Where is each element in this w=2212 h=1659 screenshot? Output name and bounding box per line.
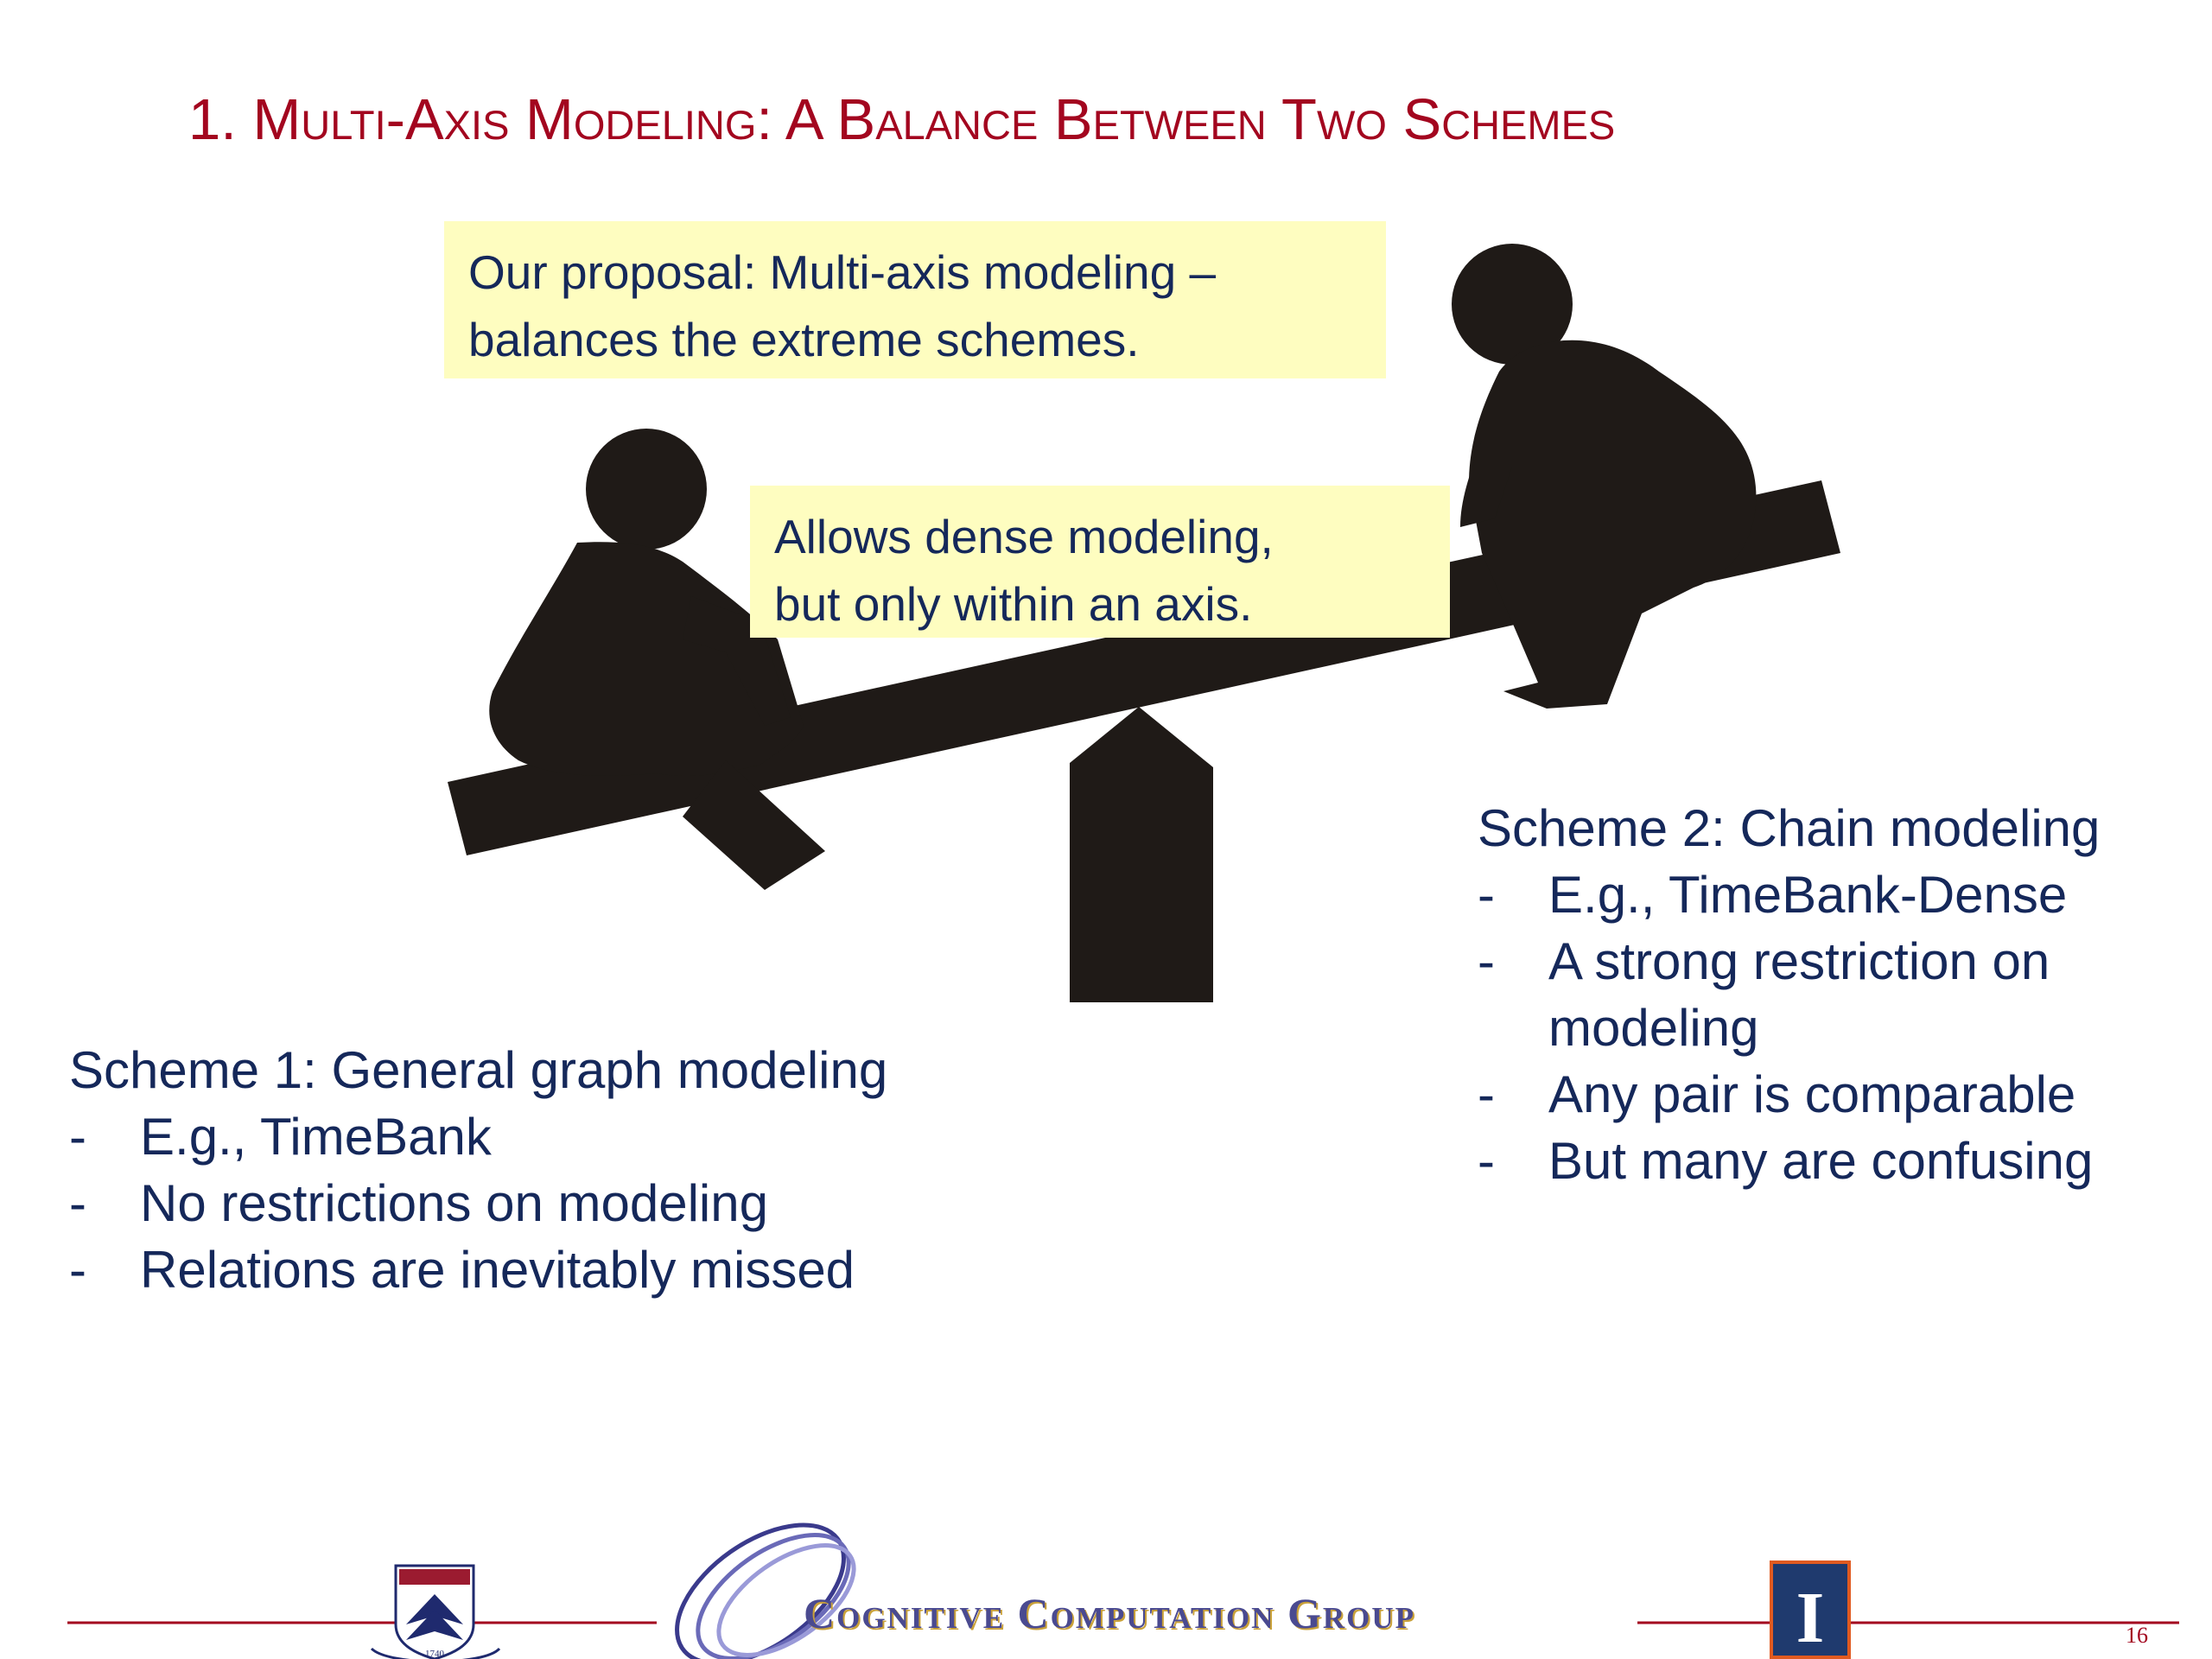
scheme1-bullet-text: E.g., TimeBank xyxy=(140,1108,492,1166)
scheme1-list: -E.g., TimeBank -No restrictions on mode… xyxy=(69,1103,887,1303)
page-number: 16 xyxy=(2126,1623,2148,1649)
scheme2-bullet-text: modeling xyxy=(1548,999,1759,1057)
scheme2-bullet: -But many are confusing xyxy=(1478,1128,2100,1194)
proposal-line-2: balances the extreme schemes. xyxy=(468,306,1362,373)
right-figure-body xyxy=(1469,340,1756,709)
scheme2-bullet-continued: modeling xyxy=(1478,995,2100,1061)
illinois-logo: I xyxy=(1771,1562,1849,1658)
dense-line-1: Allows dense modeling, xyxy=(774,503,1426,570)
scheme1-bullet-text: Relations are inevitably missed xyxy=(140,1241,855,1299)
scheme2-bullet-text: Any pair is comparable xyxy=(1548,1065,2075,1123)
scheme1-bullet-text: No restrictions on modeling xyxy=(140,1174,768,1232)
illinois-letter: I xyxy=(1796,1578,1825,1658)
dense-line-2: but only within an axis. xyxy=(774,570,1426,638)
scheme1-bullet: -No restrictions on modeling xyxy=(69,1170,887,1236)
scheme2-bullet: -A strong restriction on xyxy=(1478,928,2100,995)
scheme2-bullet-text: But many are confusing xyxy=(1548,1132,2093,1190)
proposal-line-1: Our proposal: Multi-axis modeling – xyxy=(468,238,1362,306)
ccg-wordmark: Cognitive Computation Group xyxy=(804,1588,1415,1638)
scheme2-bullet: -Any pair is comparable xyxy=(1478,1061,2100,1128)
seesaw-fulcrum xyxy=(1070,707,1213,1002)
scheme1-block: Scheme 1: General graph modeling -E.g., … xyxy=(69,1037,887,1303)
scheme2-bullet-text: A strong restriction on xyxy=(1548,932,2050,990)
dense-callout: Allows dense modeling, but only within a… xyxy=(750,486,1450,638)
proposal-callout: Our proposal: Multi-axis modeling – bala… xyxy=(444,221,1386,378)
scheme1-bullet: -E.g., TimeBank xyxy=(69,1103,887,1170)
penn-shield-logo: 1740 xyxy=(372,1566,499,1659)
penn-banner-text: 1740 xyxy=(425,1649,445,1659)
scheme2-list: -E.g., TimeBank-Dense -A strong restrict… xyxy=(1478,861,2100,1194)
scheme2-block: Scheme 2: Chain modeling -E.g., TimeBank… xyxy=(1478,795,2100,1194)
scheme2-bullet: -E.g., TimeBank-Dense xyxy=(1478,861,2100,928)
scheme2-bullet-text: E.g., TimeBank-Dense xyxy=(1548,866,2067,924)
scheme1-heading: Scheme 1: General graph modeling xyxy=(69,1037,887,1103)
scheme1-bullet: -Relations are inevitably missed xyxy=(69,1236,887,1303)
scheme2-heading: Scheme 2: Chain modeling xyxy=(1478,795,2100,861)
left-figure-head xyxy=(586,429,707,550)
